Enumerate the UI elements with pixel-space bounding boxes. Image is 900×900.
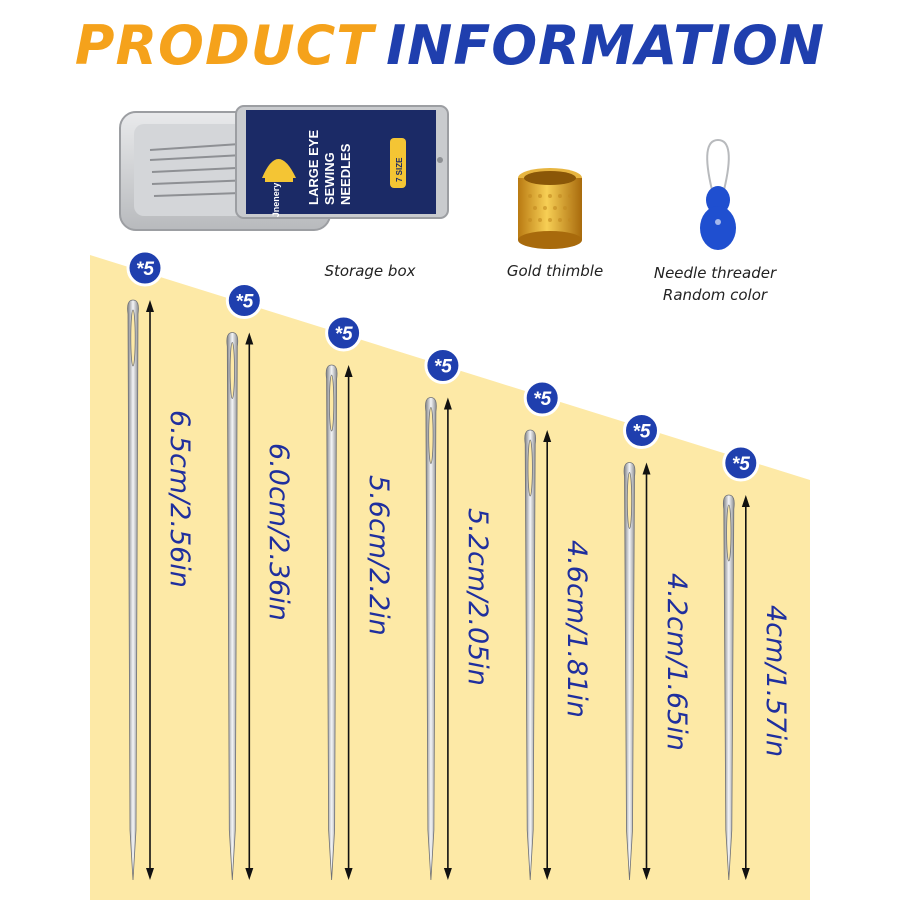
quantity-badge-text: *5 [732,454,750,475]
box-size-tag: 7 SIZE [395,157,404,182]
caption-threader-line1: Needle threader [653,264,777,282]
measure-arrow-head-bottom [443,868,452,880]
quantity-badge [424,347,462,384]
needle-eye [527,439,533,497]
gold-thimble-image [518,168,582,249]
needle-size-label: 6.5cm/2.56in [164,410,195,588]
caption-needle-threader: Needle threader Random color [640,262,790,306]
needle-item: *5 [623,412,660,881]
title-word-information: INFORMATION [386,14,826,77]
quantity-badge [225,282,263,319]
quantity-badge-text: *5 [633,422,651,443]
measure-arrow-head-top [443,397,452,410]
needle-item: *5 [325,314,363,881]
box-label-line3: NEEDLES [338,143,353,205]
measure-arrow-head-top [146,300,154,312]
needle-body [226,332,239,881]
needle-body [524,429,537,881]
needle-eye [229,342,235,399]
quantity-badge-text: *5 [335,324,353,345]
needle-item: *5 [225,282,263,881]
needle-body [623,462,636,881]
needle-eye [130,309,136,367]
quantity-badge-text: *5 [533,389,551,410]
needle-size-label: 4.2cm/1.65in [660,572,692,751]
measure-arrow-head-top [642,462,651,475]
measure-arrow-head-bottom [245,868,254,880]
quantity-badge [722,444,760,482]
needles-group: *5 *5 *5 *5 *5 *5 *5 [126,249,760,881]
needle-item: *5 [126,249,164,881]
needle-body [325,364,338,881]
measure-arrow-head-top [741,495,750,507]
caption-threader-line2: Random color [662,286,768,304]
needle-item: *5 [523,379,561,881]
needle-eye [626,472,633,529]
quantity-badge [126,249,164,287]
needle-body [127,299,139,881]
measure-arrow-head-bottom [543,868,552,880]
quantity-badge [523,379,561,417]
measure-arrow-head-bottom [741,868,750,880]
quantity-badge-text: *5 [434,357,452,378]
measure-arrow-head-top [543,430,552,442]
measure-arrow-head-top [344,365,353,377]
needle-size-label: 6.0cm/2.36in [263,442,295,621]
box-brand: Jnenery [271,183,281,218]
needle-item: *5 [722,444,760,881]
needle-body [425,397,437,881]
needle-eye [726,504,732,562]
storage-box-image: Jnenery LARGE EYE SEWING NEEDLES 7 SIZE [119,105,449,231]
needle-size-label: 4.6cm/1.81in [561,540,593,718]
quantity-badge [325,314,363,352]
quantity-badge-text: *5 [235,292,253,313]
needle-eye [428,407,434,464]
measure-arrow-head-bottom [344,868,353,880]
quantity-badge-text: *5 [136,259,154,280]
needle-size-label: 5.2cm/2.05in [461,507,493,686]
box-label-line2: SEWING [322,152,337,205]
title-word-product: PRODUCT [74,14,375,77]
needle-size-label: 4cm/1.57in [759,605,791,758]
measure-arrow-head-bottom [146,868,154,880]
needle-item: *5 [424,347,462,881]
box-label-line1: LARGE EYE [306,130,321,205]
needle-eye [328,374,335,432]
caption-gold-thimble: Gold thimble [506,262,604,280]
needle-size-label: 5.6cm/2.2in [362,475,394,636]
quantity-badge [623,412,660,449]
measure-arrow-head-bottom [642,868,651,880]
measure-arrow-head-top [245,332,254,345]
needle-threader-image [700,138,736,250]
needle-body [722,494,735,881]
caption-storage-box: Storage box [324,262,416,280]
